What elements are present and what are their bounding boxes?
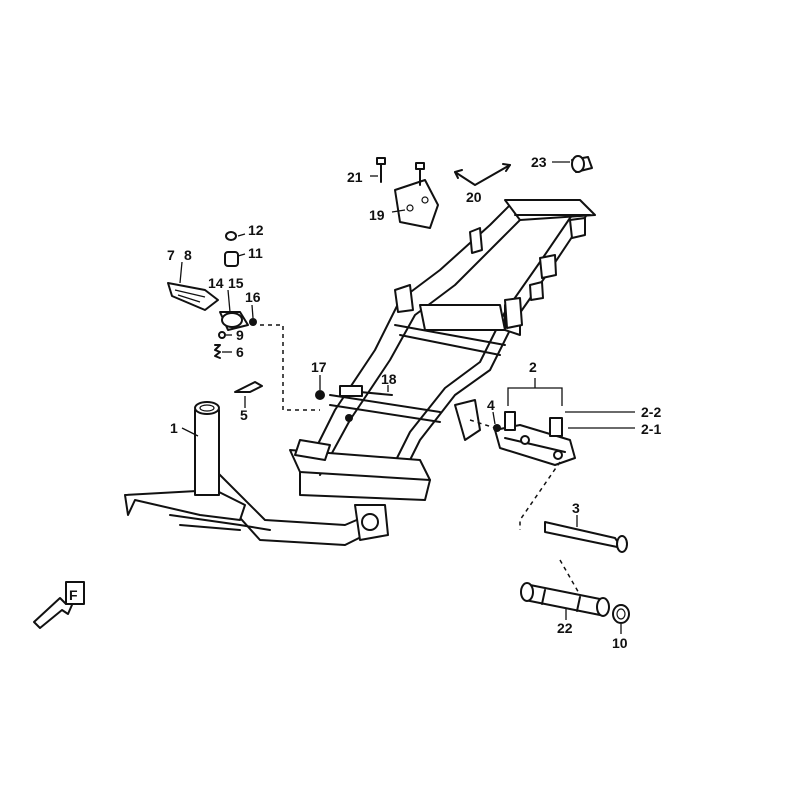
direction-mark-label: F: [69, 587, 78, 603]
callout-2-1: 2-1: [641, 421, 661, 437]
callout-11: 11: [248, 245, 263, 261]
callout-15: 15: [228, 275, 244, 291]
callout-23: 23: [531, 154, 547, 170]
callout-1: 1: [170, 420, 178, 436]
callout-7: 7: [167, 247, 175, 263]
callout-8: 8: [184, 247, 192, 263]
part-19-bracket: [391, 179, 439, 229]
callout-14: 14: [208, 275, 224, 291]
callout-22: 22: [557, 620, 573, 636]
front-direction-arrow-icon: F: [33, 581, 85, 629]
callout-3: 3: [572, 500, 580, 516]
part-23-bushing: [552, 155, 593, 173]
callout-2-2: 2-2: [641, 404, 661, 420]
parts-17-18: [315, 375, 393, 422]
callout-4: 4: [487, 397, 495, 413]
callout-labels: 1 2 2-1 2-2 3 4 5 6 7 8 9 10 11 12 14 15…: [167, 154, 661, 651]
part-22-shaft: [520, 559, 610, 620]
callout-12: 12: [248, 222, 264, 238]
callout-9: 9: [236, 327, 244, 343]
part-5-spring: [234, 381, 263, 408]
callout-20: 20: [466, 189, 482, 205]
stand-assembly: [469, 378, 635, 530]
callout-6: 6: [236, 344, 244, 360]
callout-19: 19: [369, 207, 385, 223]
callout-17: 17: [311, 359, 327, 375]
part-20-wire: [454, 163, 511, 186]
leader-1: [181, 427, 199, 437]
callout-18: 18: [381, 371, 397, 387]
callout-5: 5: [240, 407, 248, 423]
part-21-bolts: [370, 157, 425, 186]
part-10-clip: [612, 604, 630, 634]
callout-16: 16: [245, 289, 261, 305]
footrest-assembly: [167, 231, 320, 411]
callout-2: 2: [529, 359, 537, 375]
part-3-bolt: [544, 515, 628, 553]
main-frame: [124, 199, 596, 546]
callout-21: 21: [347, 169, 363, 185]
callout-10: 10: [612, 635, 628, 651]
